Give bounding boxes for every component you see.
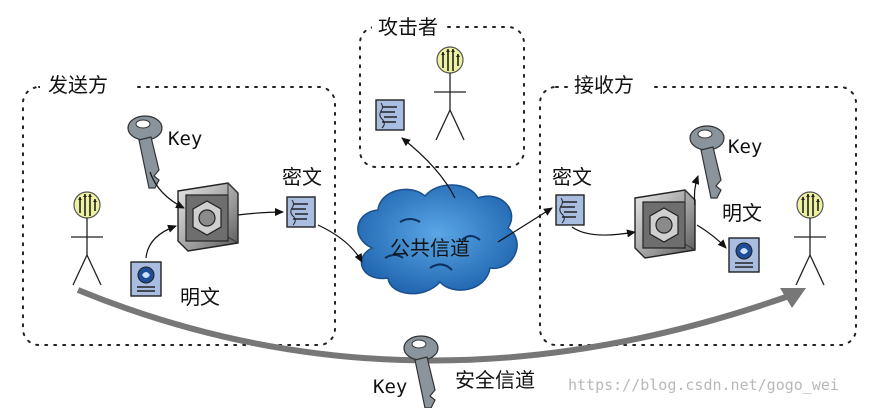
encryptor-icon xyxy=(177,182,239,252)
decryptor-to-key-arrow xyxy=(691,175,700,206)
receiver-cipher-to-decryptor-arrow xyxy=(571,226,636,238)
receiver-person-icon xyxy=(793,191,827,286)
secure-key-icon xyxy=(403,335,439,408)
receiver-ciphertext-label: 密文 xyxy=(552,165,592,189)
public-channel-cloud-icon xyxy=(357,184,518,295)
sender-key-to-encryptor-arrow xyxy=(149,171,185,209)
sender-ciphertext-doc-icon xyxy=(286,196,316,228)
sender-ciphertext-label: 密文 xyxy=(282,165,322,189)
receiver-ciphertext-doc-icon xyxy=(555,194,585,226)
decryptor-icon xyxy=(634,189,696,259)
decryptor-to-plaintext-arrow xyxy=(696,224,727,249)
cloud-to-receiver-arrow xyxy=(497,207,553,243)
sender-plaintext-icon xyxy=(130,261,162,297)
secure-key-label: Key xyxy=(373,376,408,398)
receiver-key-label: Key xyxy=(728,136,763,158)
encryptor-to-ciphertext-arrow xyxy=(237,208,284,217)
receiver-plaintext-label: 明文 xyxy=(722,201,762,225)
sender-person-icon xyxy=(70,191,104,286)
public-channel-label: 公共信道 xyxy=(390,236,470,260)
ciphertext-to-cloud-arrow xyxy=(317,224,363,263)
receiver-region-title: 接收方 xyxy=(574,73,634,97)
attacker-ciphertext-doc-icon xyxy=(375,99,405,131)
sender-plaintext-to-encryptor-arrow xyxy=(145,224,177,259)
sender-region-title: 发送方 xyxy=(48,73,108,97)
sender-key-icon xyxy=(127,115,163,189)
sender-plaintext-label: 明文 xyxy=(180,285,220,309)
attacker-region-title: 攻击者 xyxy=(378,15,438,39)
flow-arrows xyxy=(145,137,727,263)
secure-channel-arrowhead xyxy=(780,288,806,308)
cloud-to-attacker-arrow xyxy=(401,137,456,199)
secure-channel-arc xyxy=(76,287,802,364)
watermark-text: https://blog.csdn.net/gogo_wei xyxy=(568,376,839,394)
attacker-region xyxy=(359,26,525,168)
receiver-plaintext-icon xyxy=(728,237,760,273)
secure-channel-label: 安全信道 xyxy=(455,368,535,392)
attacker-person-icon xyxy=(433,46,467,141)
sender-region xyxy=(22,86,336,346)
sender-key-label: Key xyxy=(168,128,203,150)
